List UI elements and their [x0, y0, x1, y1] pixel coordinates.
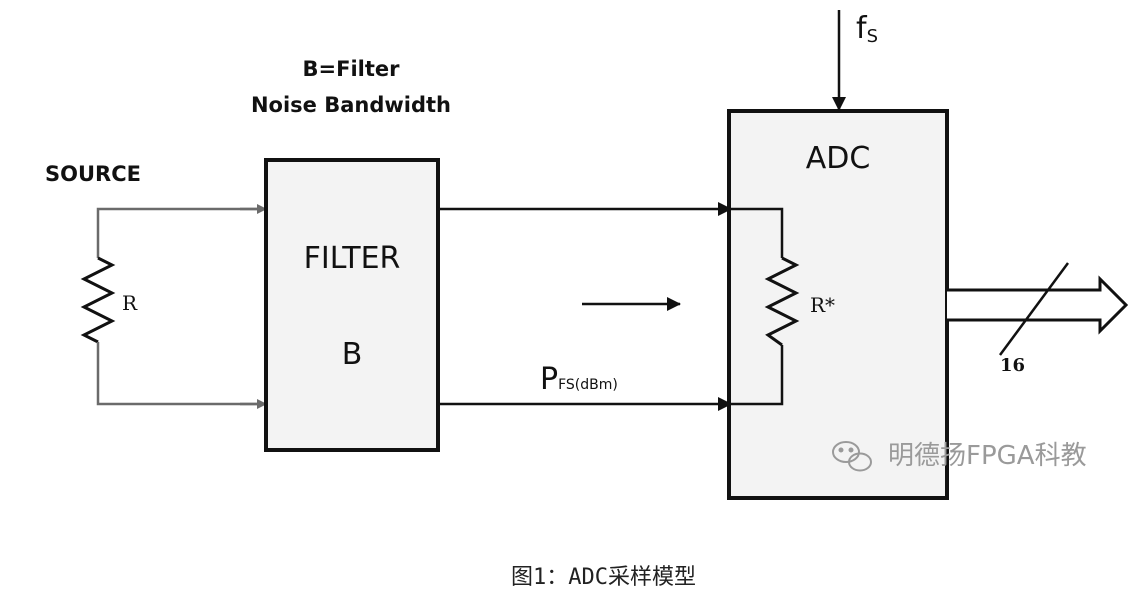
adc-label: ADC — [806, 141, 871, 176]
source-resistor — [80, 207, 265, 406]
watermark-text: 明德扬FPGA科教 — [888, 441, 1087, 471]
filter-title-line1: B=Filter — [303, 57, 401, 81]
filter-box-bandwidth: B — [342, 337, 363, 372]
clock-label-sub: S — [867, 26, 878, 47]
power-label-main: P — [540, 362, 558, 397]
clock-label: fS — [856, 11, 878, 47]
source-label: SOURCE — [45, 162, 141, 186]
wechat-icon — [832, 441, 872, 472]
adc-box — [727, 109, 949, 500]
filter-box — [264, 158, 440, 452]
source-resistor-label: R — [122, 291, 138, 315]
figure-caption: 图1：ADC采样模型 — [511, 565, 696, 590]
adc-resistor-label: R* — [810, 293, 835, 317]
power-label: PFS(dBm) — [540, 362, 618, 397]
bus-width-label: 16 — [1000, 355, 1025, 376]
watermark: 明德扬FPGA科教 — [832, 441, 1087, 472]
power-label-sub: FS(dBm) — [558, 377, 618, 393]
bus-width-slash — [998, 262, 1070, 356]
filter-box-label: FILTER — [304, 241, 401, 276]
clock-label-main: f — [856, 11, 868, 46]
adc-resistor — [731, 207, 800, 406]
filter-title-line2: Noise Bandwidth — [251, 93, 451, 117]
